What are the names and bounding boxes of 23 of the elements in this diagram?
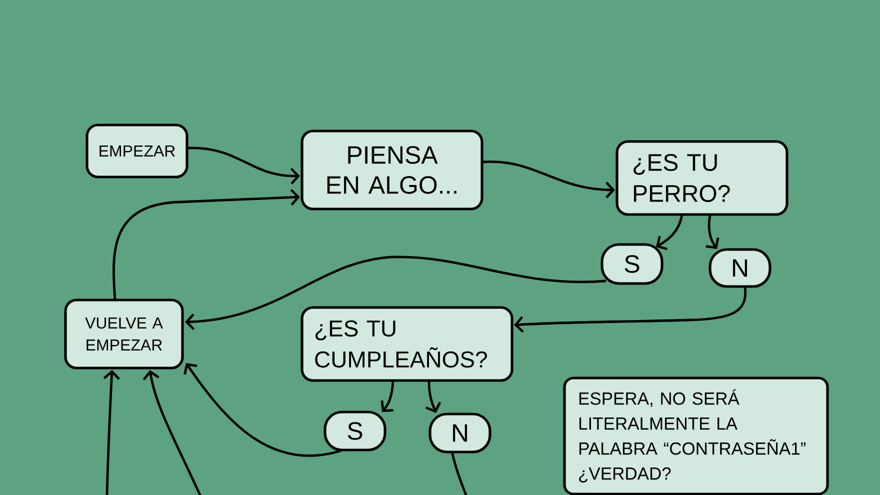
process-box: VUELVE A EMPEZAR	[64, 298, 184, 370]
process-box: ¿ES TU CUMPLEAÑOS?	[300, 306, 514, 382]
process-box: PIENSA EN ALGO...	[300, 130, 484, 210]
arrow	[184, 363, 342, 457]
arrow	[142, 370, 202, 495]
process-box: EMPEZAR	[86, 124, 188, 178]
process-box: ¿ES TU PERRO?	[616, 140, 788, 216]
answer-bubble: S	[600, 243, 664, 285]
arrow	[103, 370, 120, 495]
arrow	[186, 146, 300, 184]
arrow	[706, 214, 720, 249]
note-box: ESPERA, NO SERÁ LITERALMENTE LA PALABRA “CONTRASEÑA1” ¿VERDAD?	[563, 376, 829, 495]
arrow	[380, 380, 394, 412]
answer-bubble: N	[708, 248, 772, 288]
arrow	[480, 160, 615, 198]
arrow	[656, 214, 684, 250]
arrow	[112, 188, 300, 302]
answer-bubble: S	[324, 410, 386, 452]
arrow	[514, 286, 747, 333]
arrow	[426, 380, 442, 413]
connector-line	[450, 450, 468, 495]
answer-bubble: N	[428, 412, 492, 454]
arrow	[185, 256, 606, 330]
